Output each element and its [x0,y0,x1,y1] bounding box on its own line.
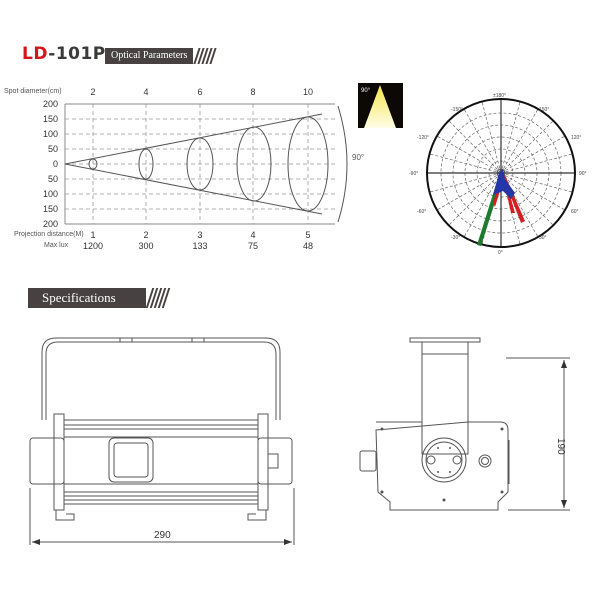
model-prefix: LD [22,44,49,64]
angle-label: -30° [451,235,460,241]
top-tick: 8 [250,87,256,97]
angle-label: -60° [417,209,426,215]
angle-label: 0° [498,250,503,255]
lux-value: 75 [247,241,258,251]
top-tick: 4 [143,87,149,97]
angle-label: 150° [539,107,549,113]
y-tick: 100 [42,189,58,199]
angle-label: -90° [409,171,418,177]
angle-label: 120° [571,135,581,141]
banner-stripes-decoration [145,288,171,308]
height-dimension: 190 [555,438,566,455]
angle-label: -150° [451,107,463,113]
spot-diameter-label: Spot diameter(cm) [4,88,62,95]
angle-label: 90° [579,171,587,177]
optical-parameters-banner: Optical Parameters [105,48,193,64]
distance-tick: 4 [250,230,256,240]
distance-tick: 1 [90,230,96,240]
max-lux-label: Max lux [44,242,69,249]
lux-value: 133 [192,241,208,251]
top-tick: 10 [302,87,313,97]
y-tick: 200 [42,219,58,229]
y-tick: 150 [42,204,58,214]
angle-label: 30° [539,235,547,241]
lux-value: 300 [138,241,154,251]
lux-value: 48 [302,241,313,251]
top-tick: 2 [90,87,96,97]
lux-value: 1200 [82,241,104,251]
angle-label: 60° [571,209,579,215]
beam-spread-chart [64,103,348,225]
polar-distribution-chart: ±180° -150° 150° -120° 120° -90° 90° -60… [409,93,587,255]
y-tick: 150 [42,114,58,124]
y-tick: 50 [47,144,58,154]
y-tick: 0 [52,159,58,169]
beam-icon-label: 90° [361,88,371,94]
width-dimension: 290 [154,530,171,541]
projection-distance-label: Projection distance(M) [14,231,84,238]
angle-label: ±180° [493,93,506,99]
distance-tick: 3 [197,230,203,240]
angle-label: -120° [417,135,429,141]
y-tick: 100 [42,129,58,139]
distance-tick: 5 [305,230,311,240]
top-tick: 6 [197,87,203,97]
beam-angle-label: 90° [352,153,365,162]
specifications-banner: Specifications [28,288,146,308]
front-view-drawing: 290 [29,337,295,545]
model-suffix: -101P [48,44,106,64]
y-tick: 200 [42,99,58,109]
beam-angle-icon: 90° [358,83,403,128]
distance-tick: 2 [143,230,149,240]
side-view-drawing: 190 [359,337,570,511]
y-tick: 50 [47,174,58,184]
model-name: LD-101P [22,44,106,64]
